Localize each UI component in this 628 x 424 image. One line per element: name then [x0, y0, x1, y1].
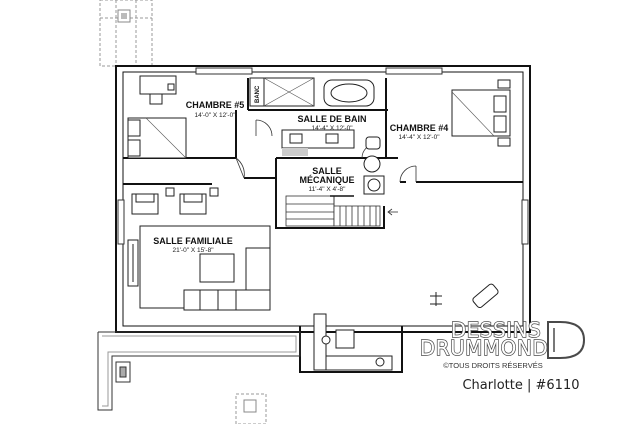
stairs [285, 195, 398, 227]
plan-caption: Charlotte | #6110 [462, 378, 579, 393]
room-name-bedroom4: CHAMBRE #4 [390, 123, 449, 133]
armchairs [131, 187, 219, 215]
bench: BANC [249, 77, 265, 107]
shower [263, 77, 315, 107]
tv-console [127, 239, 139, 287]
room-name-mechanical-2: MÉCANIQUE [299, 175, 354, 185]
office-desk [313, 313, 393, 371]
stool-icon [430, 292, 442, 306]
doors [235, 119, 417, 183]
brand-line2: DRUMMOND [420, 336, 549, 360]
vanity [281, 129, 355, 156]
brand-rights: ©TOUS DROITS RÉSERVÉS [443, 361, 542, 370]
lower-post-icon [235, 393, 267, 424]
porch-post-icon [117, 9, 131, 23]
bed-4-icon [451, 79, 511, 147]
desk-5 [139, 75, 177, 105]
room-name-mechanical-1: SALLE [312, 166, 342, 176]
bathtub-icon [323, 79, 375, 107]
bed-5-icon [127, 117, 187, 159]
room-dims-bedroom4: 14'-4" X 12'-0" [398, 134, 440, 141]
room-dims-family: 21'-0" X 15'-8" [172, 247, 214, 254]
lounge-chair-icon [472, 283, 499, 309]
bench-label: BANC [255, 85, 261, 103]
room-name-bedroom5: CHAMBRE #5 [186, 100, 245, 110]
room-name-bathroom: SALLE DE BAIN [297, 114, 366, 124]
sofa-group [139, 225, 271, 311]
brand-logo: DESSINS DRUMMOND ©TOUS DROITS RÉSERVÉS [419, 317, 586, 370]
windows [117, 67, 529, 245]
room-dims-bathroom: 14'-4" X 12'-0" [311, 125, 353, 132]
brand-d-icon [547, 321, 586, 359]
room-name-family: SALLE FAMILIALE [153, 236, 233, 246]
mechanical-equipment [363, 136, 385, 195]
brand-line1: DESSINS [451, 318, 541, 342]
lower-patio [97, 331, 301, 411]
room-dims-bedroom5: 14'-0" X 12'-0" [194, 112, 236, 119]
room-dims-mechanical: 11'-4" X 4'-8" [309, 186, 347, 193]
